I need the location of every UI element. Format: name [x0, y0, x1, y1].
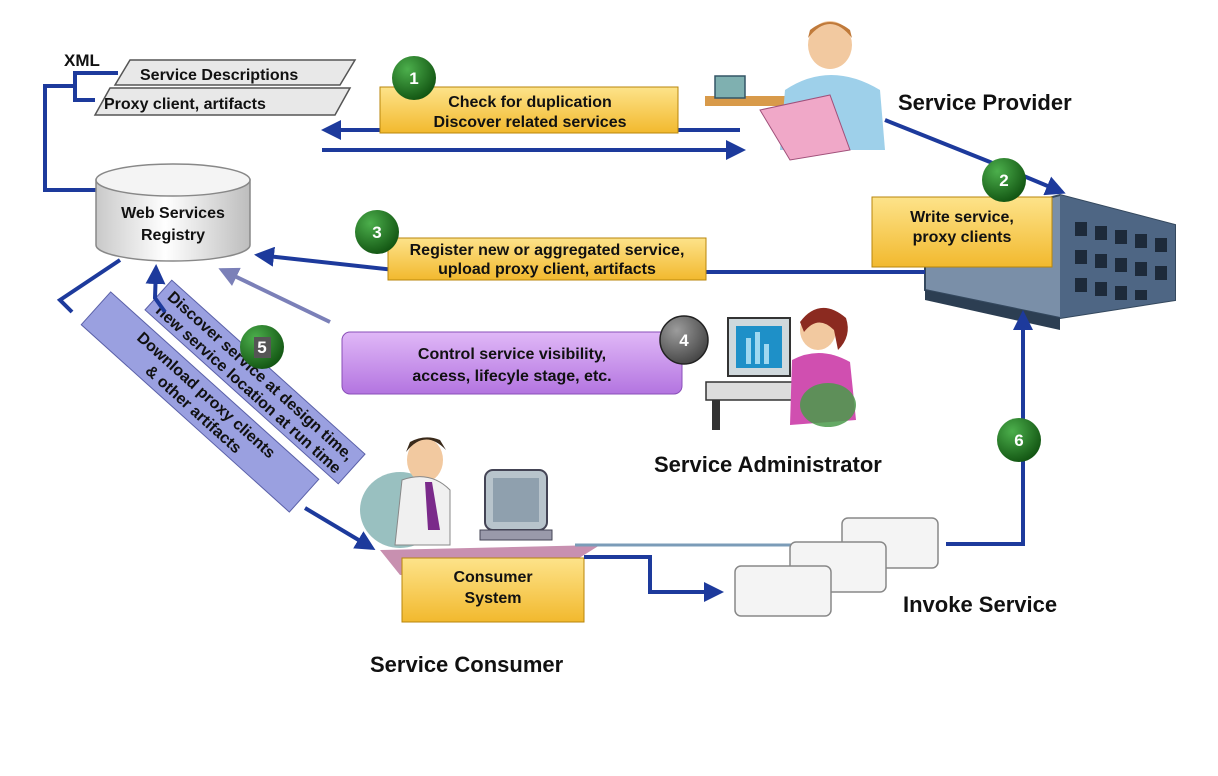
step3-line2: upload proxy client, artifacts — [438, 261, 656, 278]
xml-to-registry-bracket — [43, 71, 118, 192]
message-card-front — [734, 565, 832, 617]
step3-box: Register new or aggregated service, uplo… — [387, 237, 707, 281]
step2-line2: proxy clients — [913, 229, 1012, 246]
download-to-consumer-arrow — [303, 506, 376, 551]
svg-text:6: 6 — [1014, 431, 1023, 450]
proxy-client-doc — [93, 87, 352, 116]
step1-line1: Check for duplication — [448, 94, 612, 111]
svg-text:4: 4 — [679, 331, 689, 350]
step4-line1: Control service visibility, — [418, 346, 606, 363]
step2-badge: 2 — [982, 158, 1026, 202]
service-descriptions-doc — [113, 59, 357, 86]
service-administrator-label: Service Administrator — [654, 452, 882, 477]
step1-line2: Discover related services — [433, 114, 626, 131]
consumer-box-line1: Consumer — [453, 569, 532, 586]
step4-badge: 4 — [659, 315, 709, 365]
service-descriptions-label: Service Descriptions — [140, 67, 298, 84]
service-provider-label: Service Provider — [898, 90, 1072, 115]
registry-label-line2: Registry — [141, 227, 205, 244]
consumer-to-messages-arrow — [584, 555, 724, 602]
step3-line1: Register new or aggregated service, — [410, 242, 685, 259]
step3-badge: 3 — [355, 210, 399, 254]
service-consumer-label: Service Consumer — [370, 652, 564, 677]
step5-badge: 5 — [240, 325, 284, 369]
step1-badge: 1 — [392, 56, 436, 100]
invoke-to-building-arrow — [946, 310, 1033, 546]
svg-text:5: 5 — [257, 338, 266, 357]
consumer-system-box: Consumer System — [401, 557, 585, 623]
step4-box: Control service visibility, access, life… — [341, 331, 683, 395]
xml-document-stack: Service Descriptions Proxy client, artif… — [93, 59, 357, 116]
service-provider-person-icon — [705, 21, 885, 161]
consumer-box-line2: System — [465, 590, 522, 607]
registry-label-line1: Web Services — [121, 205, 225, 222]
message-stack — [734, 517, 939, 617]
svg-text:2: 2 — [999, 171, 1008, 190]
step2-line1: Write service, — [910, 209, 1014, 226]
service-administrator-person-icon — [705, 307, 856, 430]
step1-box: Check for duplication Discover related s… — [379, 86, 679, 134]
web-services-registry: Web Services Registry — [95, 163, 251, 262]
svg-text:1: 1 — [409, 69, 418, 88]
svg-text:3: 3 — [372, 223, 381, 242]
xml-label: XML — [64, 51, 100, 70]
discover-service-arrow — [145, 264, 167, 314]
provider-to-building-arrow — [884, 118, 1066, 196]
step2-box: Write service, proxy clients — [871, 196, 1053, 268]
registry-to-download-arrow — [56, 258, 122, 314]
register-arrow-head — [254, 246, 396, 272]
service-consumer-person-icon — [360, 437, 600, 575]
step6-badge: 6 — [997, 418, 1041, 462]
invoke-service-label: Invoke Service — [903, 592, 1057, 617]
proxy-client-label: Proxy client, artifacts — [104, 96, 266, 113]
step4-line2: access, lifecyle stage, etc. — [412, 368, 611, 385]
admin-to-registry-arrow — [218, 267, 331, 324]
